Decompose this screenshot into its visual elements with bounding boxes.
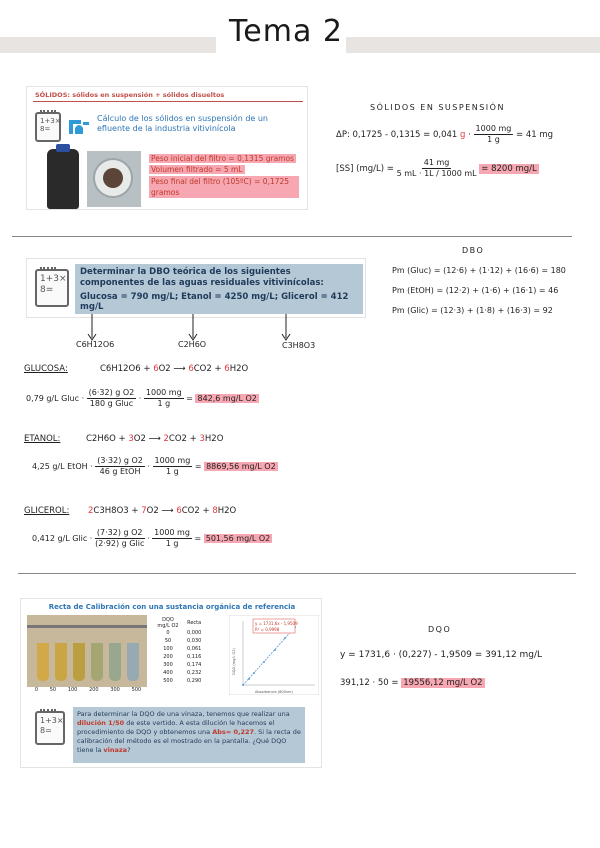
separator-2	[18, 573, 576, 574]
notepad-icon: 1+3×8=	[35, 267, 69, 307]
page-title: Tema 2	[229, 14, 343, 49]
solidos-data-line-3: Peso final del filtro (105ºC) = 0,1725 g…	[149, 176, 299, 198]
solidos-statement: Cálculo de los sólidos en suspensión de …	[97, 114, 268, 133]
table-header: Recta	[187, 620, 202, 626]
dqo-result: 19556,12 mg/L O2	[401, 678, 485, 688]
notepad-icon: 1+3×8=	[35, 110, 61, 142]
glucosa-label: GLUCOSA:	[24, 364, 68, 374]
glucosa-result: 842,6 mg/L O2	[195, 394, 259, 403]
wine-bottle-image	[47, 144, 79, 209]
dbo-heading: DBO	[462, 246, 485, 255]
glicerol-label: GLICEROL:	[24, 506, 70, 516]
graph-r2: R² = 0,9998	[255, 627, 280, 632]
dqo-statement-box: Para determinar la DQO de una vinaza, te…	[73, 707, 305, 763]
formula-glicerol: C3H8O3	[282, 341, 316, 350]
formula-etanol: C2H6O	[178, 340, 207, 349]
etanol-label: ETANOL:	[24, 434, 61, 444]
separator-1	[12, 236, 572, 237]
pm-etoh: Pm (EtOH) = (12·2) + (1·6) + (16·1) = 46	[392, 286, 559, 295]
dqo-card: Recta de Calibración con una sustancia o…	[20, 598, 322, 768]
test-tube-rack-image	[27, 615, 147, 687]
title-bar-left	[0, 37, 216, 53]
pm-glic: Pm (Glic) = (12·3) + (1·8) + (16·3) = 92	[392, 306, 553, 315]
dbo-statement-box: Determinar la DBO teórica de los siguien…	[75, 264, 363, 314]
solidos-card-title-rule	[33, 101, 303, 102]
graph-equation: y = 1731,6x - 1,9509	[255, 621, 298, 626]
glicerol-result: 501,56 mg/L O2	[203, 534, 273, 543]
sse-result: = 8200 mg/L	[479, 164, 539, 174]
filter-dish-image	[87, 151, 141, 207]
table-header: DQO mg/L O2	[157, 617, 179, 629]
glicerol-calc: 0,412 g/L Glic · (7·32) g O2(2·92) g Gli…	[32, 528, 273, 548]
dbo-statement: Determinar la DBO teórica de los siguien…	[80, 267, 324, 288]
solidos-card: SÓLIDOS: sólidos en suspensión + sólidos…	[26, 86, 308, 210]
calibration-graph: y = 1731,6x - 1,9509 R² = 0,9998 Absorba…	[229, 615, 319, 695]
formula-arrows	[87, 314, 291, 341]
solidos-card-title: SÓLIDOS: sólidos en suspensión + sólidos…	[35, 91, 225, 99]
glicerol-reaction: 2C3H8O3 + 7O2 ⟶ 6CO2 + 8H2O	[88, 506, 237, 516]
dbo-card: 1+3×8= Determinar la DBO teórica de los …	[26, 258, 366, 318]
solidos-heading: SÓLIDOS EN SUSPENSIÓN	[370, 103, 505, 112]
notepad-icon: 1+3×8=	[35, 709, 65, 745]
filter-icon	[67, 114, 91, 136]
solidos-data-line-2: Volumen filtrado = 5 mL	[149, 165, 245, 174]
solidos-data-line-1: Peso inicial del filtro = 0,1315 gramos	[149, 154, 296, 163]
graph-ylabel: DQO (mg/L O2)	[232, 647, 236, 675]
etanol-reaction: C2H6O + 3O2 ⟶ 2CO2 + 3H2O	[86, 434, 224, 444]
title-bar-right	[346, 37, 600, 53]
dbo-values: Glucosa = 790 mg/L; Etanol = 4250 mg/L; …	[80, 292, 349, 312]
dqo-heading: DQO	[428, 625, 452, 634]
dqo-eq2: 391,12 · 50 = 19556,12 mg/L O2	[340, 678, 485, 688]
graph-xlabel: Absorbancia (600nm)	[255, 690, 293, 694]
formula-glucosa: C6H12O6	[76, 340, 115, 349]
etanol-result: 8869,56 mg/L O2	[204, 462, 278, 471]
glucosa-reaction: C6H12O6 + 6O2 ⟶ 6CO2 + 6H2O	[100, 364, 249, 374]
dqo-eq1: y = 1731,6 · (0,227) - 1,9509 = 391,12 m…	[340, 650, 543, 660]
pm-gluc: Pm (Gluc) = (12·6) + (1·12) + (16·6) = 1…	[392, 266, 566, 275]
dqo-card-title: Recta de Calibración con una sustancia o…	[48, 603, 296, 611]
